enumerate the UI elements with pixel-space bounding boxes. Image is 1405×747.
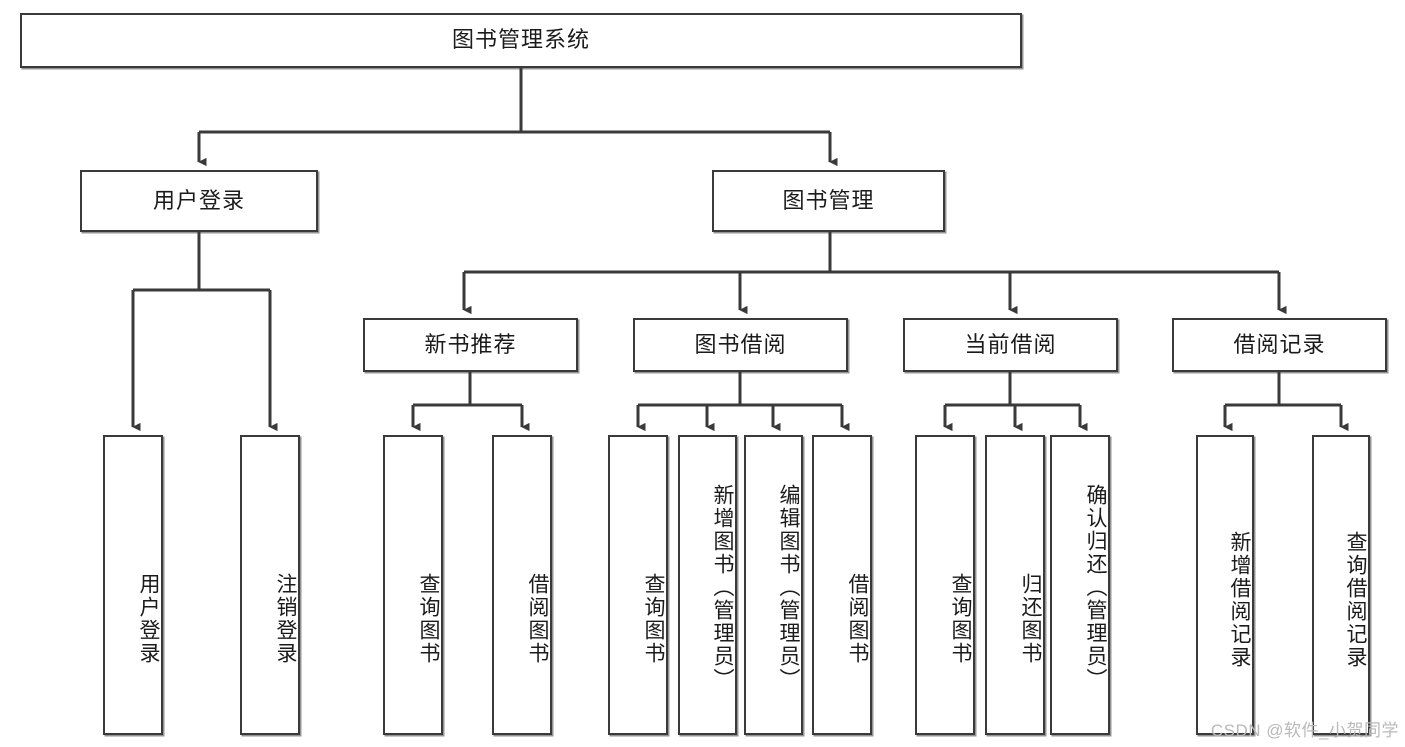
node-current-borrow[interactable]: 当前借阅: [903, 318, 1118, 372]
node-label: 查询图书: [417, 573, 440, 665]
node-book-management[interactable]: 图书管理: [712, 170, 945, 232]
leaf-new-book-borrow-book[interactable]: 借阅图书: [492, 435, 552, 735]
leaf-new-book-query-book[interactable]: 查询图书: [383, 435, 443, 735]
node-label: 用户登录: [152, 187, 245, 213]
node-label: 查询图书: [642, 573, 665, 665]
node-label: 图书管理: [782, 187, 875, 213]
node-label: 注销登录: [274, 573, 297, 665]
leaf-book-borrow-add-book-admin[interactable]: 新增图书（管理员）: [678, 435, 737, 735]
node-label: 借阅图书: [526, 573, 549, 665]
node-new-book-recommend[interactable]: 新书推荐: [363, 318, 578, 372]
node-label: 新书推荐: [424, 331, 517, 357]
leaf-user-login-login[interactable]: 用户登录: [103, 435, 163, 735]
node-borrow-record[interactable]: 借阅记录: [1172, 318, 1387, 372]
node-label: 用户登录: [137, 573, 160, 665]
node-label: 确认归还（管理员）: [1084, 483, 1107, 691]
node-label: 借阅图书: [846, 573, 869, 665]
node-root-book-management-system[interactable]: 图书管理系统: [20, 13, 1022, 68]
node-label: 新增借阅记录: [1228, 531, 1251, 669]
leaf-current-borrow-confirm-return-admin[interactable]: 确认归还（管理员）: [1050, 435, 1110, 735]
node-label: 查询图书: [949, 573, 972, 665]
leaf-borrow-record-query-record[interactable]: 查询借阅记录: [1312, 435, 1370, 735]
leaf-current-borrow-query-book[interactable]: 查询图书: [915, 435, 975, 735]
node-label: 当前借阅: [964, 331, 1057, 357]
csdn-watermark: CSDN @软件_小贺同学: [1210, 721, 1399, 740]
leaf-user-login-logout[interactable]: 注销登录: [240, 435, 300, 735]
node-label: 图书管理系统: [451, 27, 590, 53]
node-user-login[interactable]: 用户登录: [80, 170, 318, 232]
node-label: 编辑图书（管理员）: [777, 483, 800, 691]
node-book-borrow[interactable]: 图书借阅: [633, 318, 848, 372]
node-label: 查询借阅记录: [1344, 531, 1367, 669]
leaf-book-borrow-edit-book-admin[interactable]: 编辑图书（管理员）: [744, 435, 803, 735]
leaf-book-borrow-query-book[interactable]: 查询图书: [608, 435, 668, 735]
node-label: 新增图书（管理员）: [711, 483, 734, 691]
node-label: 借阅记录: [1233, 331, 1326, 357]
leaf-current-borrow-return-book[interactable]: 归还图书: [985, 435, 1045, 735]
leaf-book-borrow-borrow-book[interactable]: 借阅图书: [812, 435, 872, 735]
node-label: 归还图书: [1019, 573, 1042, 665]
node-label: 图书借阅: [694, 331, 787, 357]
leaf-borrow-record-add-record[interactable]: 新增借阅记录: [1196, 435, 1254, 735]
